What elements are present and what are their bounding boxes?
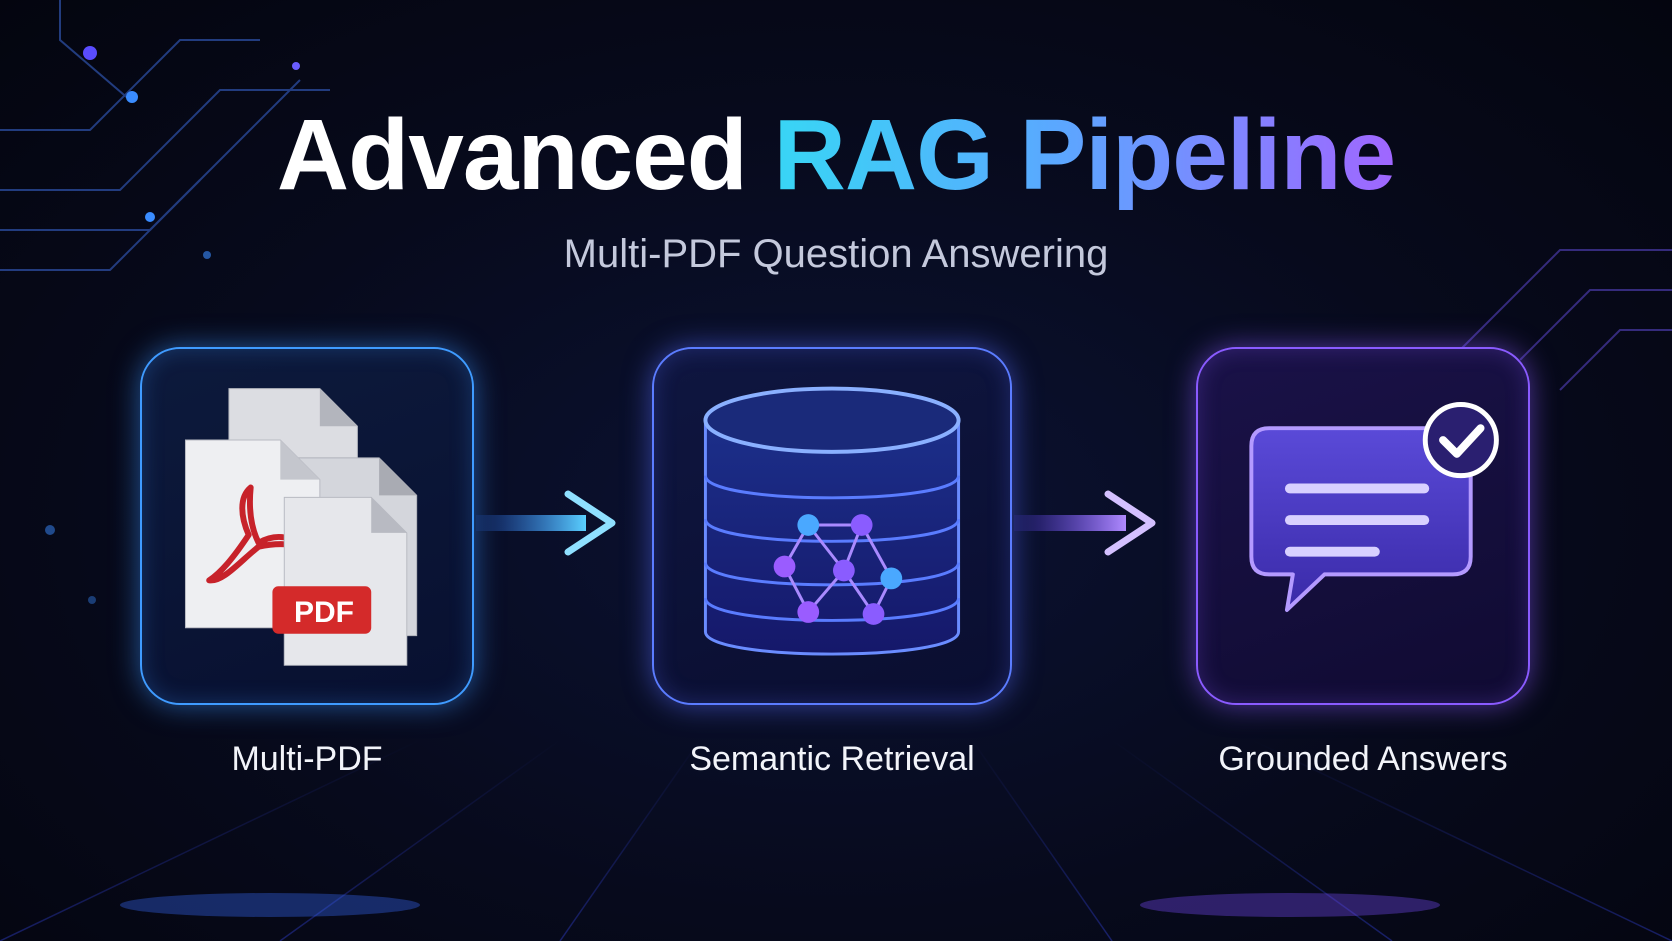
page-title: Advanced RAG Pipeline <box>0 100 1672 210</box>
step-label-semantic-retrieval: Semantic Retrieval <box>689 740 975 778</box>
title-main: Advanced <box>276 99 748 211</box>
pdf-stack-icon <box>184 388 418 666</box>
page-subtitle: Multi-PDF Question Answering <box>563 232 1109 276</box>
chat-check-icon <box>1249 402 1499 612</box>
step-card-grounded-answers <box>1196 347 1530 705</box>
pdf-badge-label: PDF <box>294 596 354 629</box>
step-card-semantic-retrieval <box>652 347 1012 705</box>
arrow-right-icon <box>1014 490 1156 556</box>
step-label-multi-pdf: Multi-PDF <box>231 740 383 778</box>
title-accent: RAG Pipeline <box>773 99 1396 211</box>
step-card-multi-pdf: PDF <box>140 347 474 705</box>
vector-database-icon <box>703 386 961 656</box>
step-label-grounded-answers: Grounded Answers <box>1218 740 1508 778</box>
arrow-right-icon <box>476 490 616 556</box>
